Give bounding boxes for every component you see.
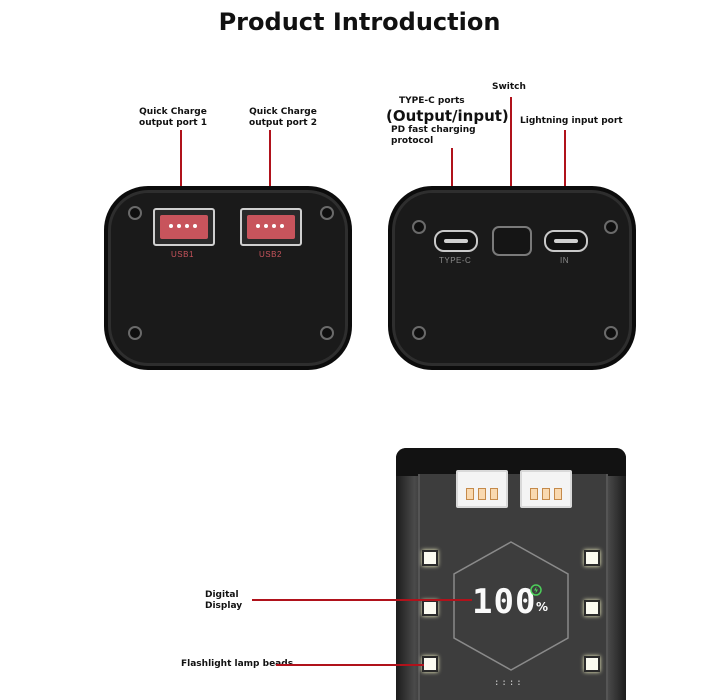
usb1-pin (169, 224, 173, 228)
switch-label: Switch (492, 82, 526, 92)
callout-line-switch (510, 97, 512, 225)
usb1-port (153, 208, 215, 246)
pd-protocol-label: PD fast charging protocol (391, 125, 476, 147)
lightning-label: Lightning input port (520, 116, 623, 126)
screw-icon (320, 326, 334, 340)
flashlight-lamp-bead (584, 600, 600, 616)
usb1-port-label: USB1 (171, 250, 194, 259)
output-input-label: (Output/input) (386, 107, 509, 125)
power-bank-device: 100 % :::: (396, 448, 626, 700)
usb1-pin (193, 224, 197, 228)
device-transparent-panel (418, 474, 608, 700)
typec-port (434, 230, 478, 252)
hexagon-display-frame (453, 541, 569, 671)
lightning-port (544, 230, 588, 252)
usb1-pin (185, 224, 189, 228)
page-title: Product Introduction (218, 8, 501, 36)
qc1-label-line1: Quick Charge (139, 107, 207, 117)
device-top-cap (396, 448, 626, 476)
typec-port-label: TYPE-C (439, 256, 472, 265)
digital-label-line1: Digital (205, 590, 239, 600)
usb2-slot (247, 215, 295, 239)
qc1-label: Quick Charge output port 1 (137, 107, 209, 129)
in-port-label: IN (560, 256, 569, 265)
internal-usb-port (456, 470, 508, 508)
pd-label-line2: protocol (391, 136, 434, 146)
indicator-dots: :::: (494, 678, 524, 688)
lightning-tongue (554, 239, 578, 243)
internal-usb-pin (542, 488, 550, 500)
callout-line-lightning (564, 130, 566, 228)
callout-line-digital-display (252, 599, 472, 601)
usb1-slot (160, 215, 208, 239)
digital-label-line2: Display (205, 601, 243, 611)
usb2-port-label: USB2 (259, 250, 282, 259)
typec-input-panel: TYPE-C IN (388, 186, 636, 370)
screw-icon (604, 326, 618, 340)
internal-usb-port (520, 470, 572, 508)
screw-icon (128, 326, 142, 340)
qc2-label-line1: Quick Charge (249, 107, 317, 117)
pd-label-line1: PD fast charging (391, 125, 476, 135)
qc2-label: Quick Charge output port 2 (247, 107, 319, 129)
flashlight-label: Flashlight lamp beads (181, 659, 294, 669)
internal-usb-pin (466, 488, 474, 500)
power-switch (492, 226, 532, 256)
usb2-pin (280, 224, 284, 228)
usb1-pin (177, 224, 181, 228)
typec-ports-label: TYPE-C ports (399, 96, 465, 106)
callout-line-qc2 (269, 130, 271, 210)
usb2-pin (272, 224, 276, 228)
screw-icon (412, 220, 426, 234)
qc1-label-line2: output port 1 (139, 118, 207, 128)
callout-line-flashlight (276, 664, 424, 666)
usb2-pin (256, 224, 260, 228)
digital-display-unit: % (536, 600, 549, 614)
screw-icon (128, 206, 142, 220)
internal-usb-pin (554, 488, 562, 500)
charging-indicator-icon (530, 584, 542, 596)
internal-usb-pin (478, 488, 486, 500)
callout-line-qc1 (180, 130, 182, 210)
screw-icon (412, 326, 426, 340)
flashlight-lamp-bead (422, 600, 438, 616)
flashlight-lamp-bead (422, 656, 438, 672)
qc2-label-line2: output port 2 (249, 118, 317, 128)
digital-display-value: 100 (472, 582, 537, 622)
digital-display-label: Digital Display (205, 590, 242, 612)
usb-output-panel: USB1 USB2 (104, 186, 352, 370)
flashlight-lamp-bead (584, 656, 600, 672)
internal-usb-pin (490, 488, 498, 500)
screw-icon (320, 206, 334, 220)
flashlight-lamp-bead (584, 550, 600, 566)
usb2-pin (264, 224, 268, 228)
screw-icon (604, 220, 618, 234)
internal-usb-pin (530, 488, 538, 500)
flashlight-lamp-bead (422, 550, 438, 566)
usb2-port (240, 208, 302, 246)
typec-tongue (444, 239, 468, 243)
